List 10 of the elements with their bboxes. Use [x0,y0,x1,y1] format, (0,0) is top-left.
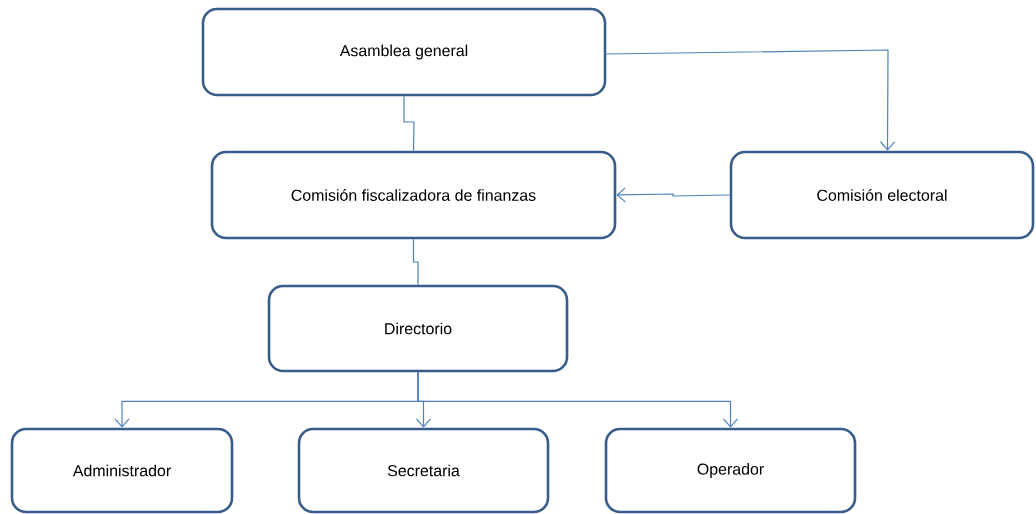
connector-arrow [605,49,896,151]
org-box: Secretaria [297,427,550,514]
org-box: Comisión fiscalizadora de finanzas [210,150,617,240]
org-box: Asamblea general [201,7,607,97]
org-box: Operador [604,427,857,514]
org-box: Administrador [10,427,234,514]
connector-arrow [616,187,731,203]
org-box: Comisión electoral [729,150,1035,240]
org-box: Directorio [267,284,569,373]
connector-arrow [417,371,739,428]
